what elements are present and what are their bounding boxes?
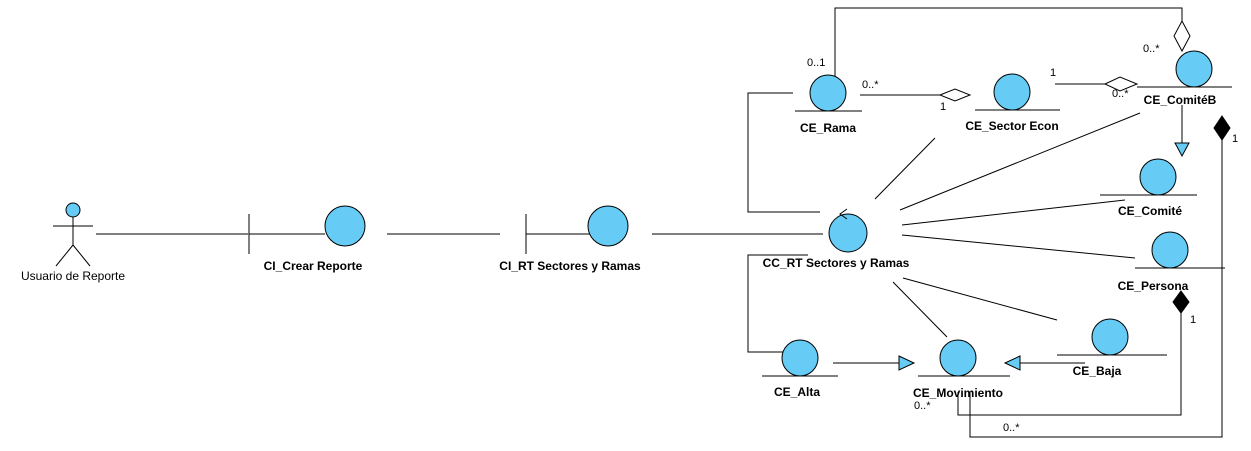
actor-head [65, 202, 81, 218]
composition-diamond-persona [1172, 290, 1190, 314]
entity-ce-comiteb[interactable] [1137, 50, 1232, 88]
mult-rama-top: 0..1 [807, 57, 825, 69]
composition-diamond-comiteb [1213, 115, 1231, 141]
actor-label: Usuario de Reporte [21, 269, 125, 283]
inheritance-arrow-alta [898, 355, 916, 371]
link-rama-comiteb [834, 7, 1183, 76]
link-persona-movimiento [957, 313, 1182, 416]
label-ce-sector-econ: CE_Sector Econ [965, 119, 1058, 133]
label-ce-comiteb: CE_ComitéB [1144, 93, 1217, 107]
link-cc-alta [747, 254, 808, 353]
boundary-circle [324, 205, 366, 247]
mult-rama-sector: 0..* [862, 79, 879, 91]
aggregation-diamond-comiteb-sector [1103, 76, 1139, 92]
label-cc-rt-sectores: CC_RT Sectores y Ramas [763, 256, 910, 270]
relationship-lines [96, 7, 1223, 438]
mult-movimiento-many: 0..* [914, 400, 931, 412]
entity-circle [993, 73, 1031, 111]
entity-ce-persona[interactable] [1135, 231, 1225, 269]
mult-sector-one: 1 [940, 101, 946, 113]
entity-ce-rama[interactable] [795, 74, 862, 112]
entity-circle [1139, 158, 1177, 196]
boundary-circle [587, 205, 629, 247]
entity-circle [1175, 50, 1213, 88]
label-ce-rama: CE_Rama [800, 121, 856, 135]
control-arrow [839, 208, 848, 220]
label-ce-movimiento: CE_Movimiento [913, 386, 1003, 400]
mult-sector-comite-many: 0..* [1112, 88, 1129, 100]
entity-ce-sector-econ[interactable] [975, 73, 1060, 111]
aggregation-diamond-sector [938, 88, 972, 102]
entity-circle [781, 339, 819, 377]
entity-circle [939, 339, 977, 377]
link-cc-movimiento [892, 281, 948, 338]
label-ce-persona: CE_Persona [1118, 279, 1189, 293]
aggregation-diamond-comiteb-rama [1173, 19, 1191, 53]
actor-left-leg [55, 244, 74, 267]
mult-comiteb-many: 0..* [1143, 43, 1160, 55]
link-cc-baja [902, 277, 1058, 321]
relationship-markers [898, 19, 1231, 371]
label-ce-baja: CE_Baja [1073, 364, 1122, 378]
control-circle [828, 213, 868, 253]
actor-right-leg [72, 244, 91, 267]
entity-ce-comite[interactable] [1100, 158, 1197, 196]
entity-ce-movimiento[interactable] [918, 339, 1010, 377]
link-rama-cc-rt [747, 92, 820, 213]
entity-ce-baja[interactable] [1057, 318, 1167, 356]
entity-circle [809, 74, 847, 112]
mult-comiteb-comp-one: 1 [1232, 133, 1238, 145]
entity-ce-alta[interactable] [762, 339, 838, 377]
boundary-ci-crear-reporte[interactable] [248, 205, 366, 254]
mult-persona-comp-one: 1 [1190, 314, 1196, 326]
mult-bottom-many: 0..* [1003, 422, 1020, 434]
link-cc-comiteb [899, 112, 1141, 211]
mult-sector-comite-one: 1 [1050, 67, 1056, 79]
label-ci-rt-sectores: CI_RT Sectores y Ramas [499, 259, 641, 273]
actor-usuario-de-reporte[interactable] [53, 202, 93, 267]
link-cc-persona [901, 234, 1136, 259]
entity-circle [1091, 318, 1129, 356]
control-cc-rt-sectores[interactable] [828, 208, 868, 253]
label-ci-crear-reporte: CI_Crear Reporte [264, 259, 363, 273]
link-cc-comite [901, 199, 1126, 226]
boundary-ci-rt-sectores[interactable] [525, 205, 629, 254]
inheritance-arrow-baja [1003, 355, 1021, 371]
label-ce-alta: CE_Alta [774, 385, 820, 399]
generalization-arrow-comite [1174, 142, 1190, 158]
link-cc-sector [874, 137, 936, 200]
label-ce-comite: CE_Comité [1118, 204, 1182, 218]
entity-circle [1151, 231, 1189, 269]
